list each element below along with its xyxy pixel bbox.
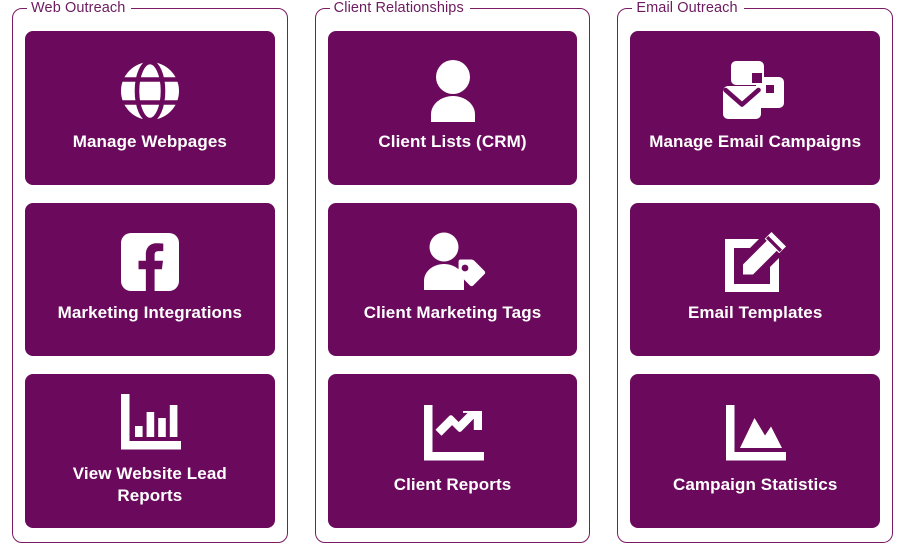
tile-label: View Website Lead Reports: [72, 463, 227, 506]
tile-label: Manage Webpages: [72, 131, 227, 151]
tile-view-website-lead-reports[interactable]: View Website Lead Reports: [25, 374, 275, 529]
person-tag-icon: [419, 230, 487, 294]
group-legend-web-outreach: Web Outreach: [27, 0, 132, 16]
group-email-outreach: Email Outreach: [617, 0, 894, 543]
edit-square-pencil-icon: [723, 230, 787, 294]
group-legend-client-relationships: Client Relationships: [329, 0, 470, 16]
email-campaign-icon: [722, 59, 788, 123]
tile-campaign-statistics[interactable]: Campaign Statistics: [630, 374, 881, 529]
tile-manage-email-campaigns[interactable]: Manage Email Campaigns: [630, 31, 881, 185]
tile-label: Email Templates: [687, 303, 823, 323]
bar-chart-icon: [119, 391, 181, 455]
tile-marketing-integrations[interactable]: Marketing Integrations: [25, 202, 275, 357]
tile-client-lists-crm[interactable]: Client Lists (CRM): [327, 31, 578, 185]
tile-label: Marketing Integrations: [57, 303, 243, 323]
globe-icon: [119, 59, 181, 123]
tile-label: Client Reports: [393, 474, 512, 494]
area-chart-icon: [724, 402, 787, 466]
person-icon: [425, 59, 481, 123]
line-chart-arrow-icon: [422, 402, 484, 466]
tile-label: Campaign Statistics: [672, 474, 838, 494]
tile-manage-webpages[interactable]: Manage Webpages: [25, 31, 275, 185]
tile-client-reports[interactable]: Client Reports: [327, 374, 578, 529]
tile-label: Client Marketing Tags: [363, 303, 542, 323]
tile-client-marketing-tags[interactable]: Client Marketing Tags: [327, 202, 578, 357]
group-web-outreach: Web Outreach Manage Webpages: [12, 0, 288, 543]
group-client-relationships: Client Relationships Client Lists (CRM): [314, 0, 591, 543]
facebook-icon: [120, 230, 179, 294]
tile-label: Client Lists (CRM): [378, 131, 527, 151]
tile-email-templates[interactable]: Email Templates: [630, 202, 881, 357]
tile-label: Manage Email Campaigns: [649, 131, 862, 151]
group-legend-email-outreach: Email Outreach: [632, 0, 744, 16]
